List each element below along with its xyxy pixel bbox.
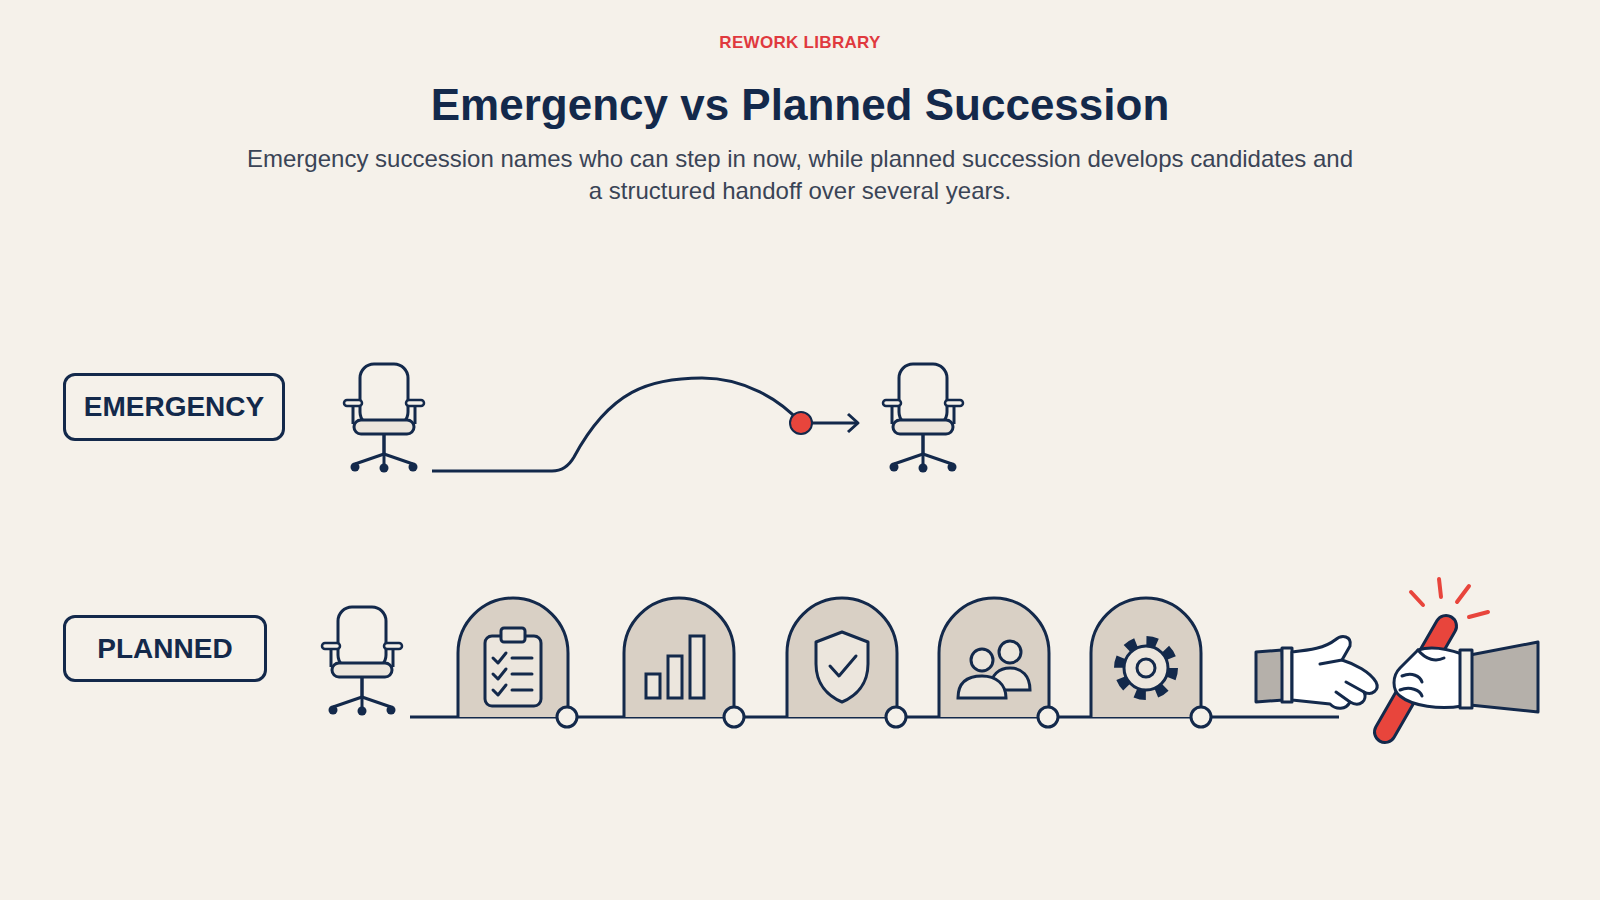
milestone-dot	[886, 707, 906, 727]
milestone-dot	[557, 707, 577, 727]
row-label-box: EMERGENCY	[63, 373, 285, 441]
row-label-text: EMERGENCY	[84, 391, 264, 423]
milestone-arch	[939, 598, 1049, 717]
open-hand	[1256, 637, 1377, 709]
milestone-dot	[1038, 707, 1058, 727]
gear-icon	[1119, 641, 1173, 695]
clipboard-icon	[485, 628, 541, 706]
milestone-dot	[724, 707, 744, 727]
sparkle-lines	[1411, 579, 1488, 617]
diagram-title: Emergency vs Planned Succession	[0, 80, 1600, 130]
diagram-caption: Emergency succession names who can step …	[240, 143, 1360, 207]
arrow-head	[848, 414, 858, 432]
shield-icon	[816, 632, 868, 702]
people-icon	[958, 641, 1030, 698]
milestone-arch	[458, 598, 568, 717]
milestone-dot	[1191, 707, 1211, 727]
row-label-box: PLANNED	[63, 615, 267, 682]
planned-illustration	[322, 579, 1538, 732]
row-label-text: PLANNED	[97, 633, 232, 665]
chair-icon	[344, 364, 424, 473]
baton-hand	[1385, 626, 1538, 732]
emergency-illustration	[344, 364, 963, 473]
chair-icon	[322, 607, 402, 716]
milestone-arch	[624, 598, 734, 717]
jump-curve	[432, 378, 801, 471]
eyebrow-label: REWORK LIBRARY	[0, 33, 1600, 53]
bar-chart-icon	[646, 636, 704, 698]
milestone-arch	[787, 598, 897, 717]
jump-dot	[790, 412, 812, 434]
arrow-line	[812, 422, 858, 425]
chair-icon	[883, 364, 963, 473]
milestone-arch	[1091, 598, 1201, 717]
